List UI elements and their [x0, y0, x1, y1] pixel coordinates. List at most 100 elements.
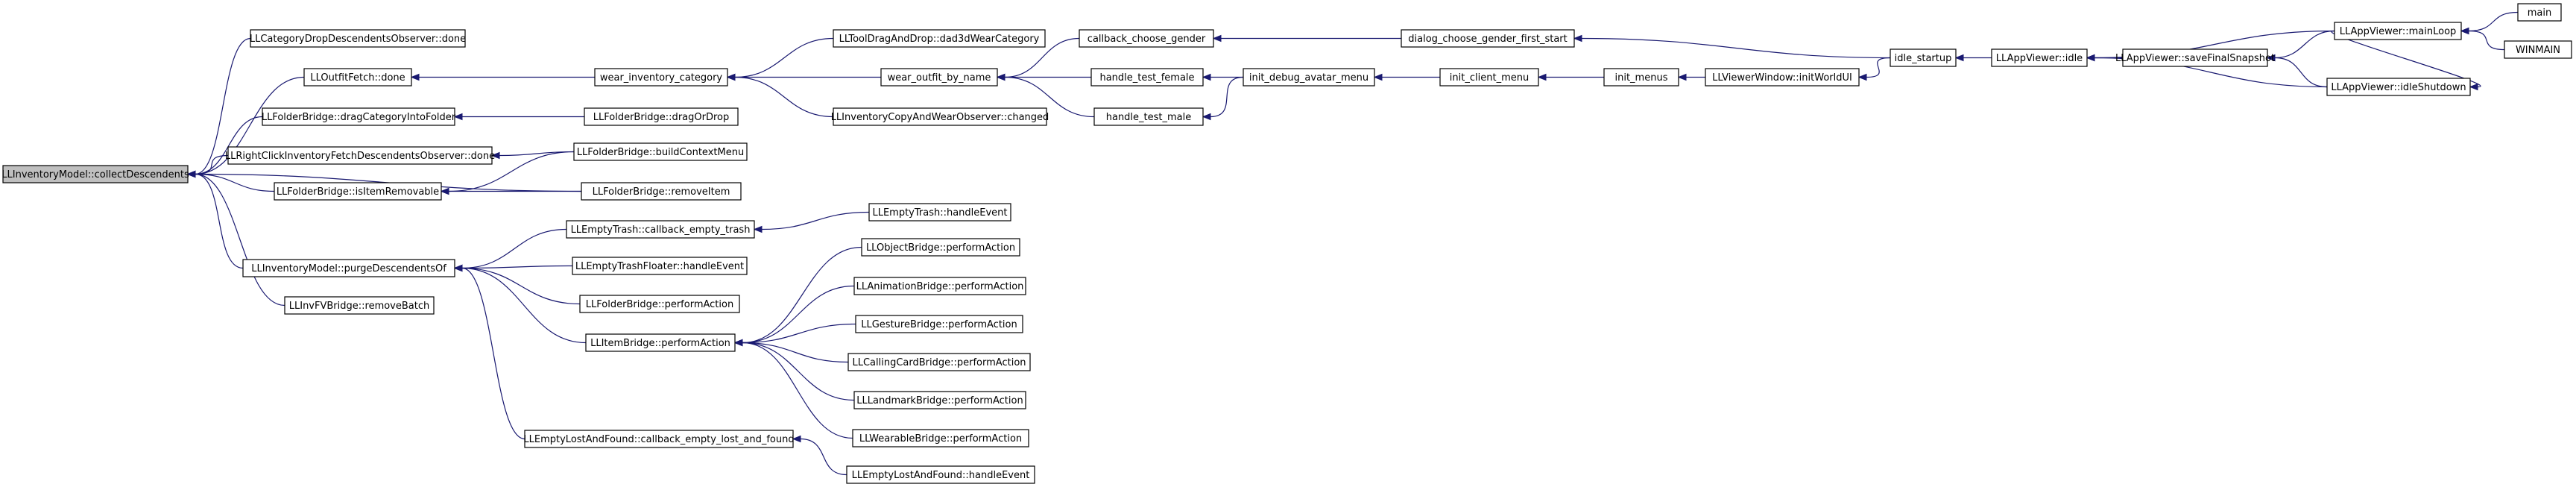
edge-tooldrag-to-wearcat [726, 37, 834, 81]
edge-arrowhead [490, 151, 500, 160]
node-llfolderbridge-dragordrop[interactable]: LLFolderBridge::dragOrDrop [584, 107, 739, 126]
node-label: LLToolDragAndDrop::dad3dWearCategory [839, 34, 1040, 45]
edge-arrowhead [1202, 73, 1211, 81]
node-llinventorymodel-collectdescendents[interactable]: LLInventoryModel::collectDescendents [1, 165, 189, 183]
node-llappviewer-idleshutdown[interactable]: LLAppViewer::idleShutdown [2326, 78, 2471, 96]
node-box [861, 238, 1020, 257]
edges-layer [186, 11, 2519, 476]
node-box [1705, 68, 1860, 87]
node-llemptylostandfound-callback-empty-lost-and-found[interactable]: LLEmptyLostAndFound::callback_empty_lost… [523, 430, 795, 448]
node-init-debug-avatar-menu[interactable]: init_debug_avatar_menu [1243, 68, 1375, 87]
node-llwearablebridge-performaction[interactable]: LLWearableBridge::performAction [852, 429, 1029, 447]
edge-line [195, 76, 305, 175]
node-llappviewer-idle[interactable]: LLAppViewer::idle [1991, 48, 2088, 67]
node-llemptytrash-handleevent[interactable]: LLEmptyTrash::handleEvent [868, 203, 1011, 222]
edge-line [195, 37, 251, 175]
edge-arrowhead [753, 225, 763, 233]
node-llrightclickinventoryfetchdescendentsobserver-done[interactable]: LLRightClickInventoryFetchDescendentsObs… [225, 146, 495, 165]
node-llemptylostandfound-handleevent[interactable]: LLEmptyLostAndFound::handleEvent [846, 465, 1035, 484]
edge-arrowhead [1857, 73, 1867, 81]
node-handle-test-female[interactable]: handle_test_female [1090, 68, 1204, 87]
node-box [880, 68, 998, 87]
node-llappviewer-savefinalsnapshot[interactable]: LLAppViewer::saveFinalSnapshot [2115, 48, 2275, 67]
node-llfolderbridge-removeitem[interactable]: LLFolderBridge::removeItem [581, 182, 742, 201]
node-llcallingcardbridge-performaction[interactable]: LLCallingCardBridge::performAction [847, 353, 1031, 371]
node-llinvfvbridge-removebatch[interactable]: LLInvFVBridge::removeBatch [284, 296, 435, 315]
node-llemptytrash-callback-empty-trash[interactable]: LLEmptyTrash::callback_empty_trash [566, 220, 755, 239]
node-label: LLWearableBridge::performAction [859, 433, 1022, 445]
node-lllandmarkbridge-performaction[interactable]: LLLandmarkBridge::performAction [853, 391, 1026, 409]
node-init-client-menu[interactable]: init_client_menu [1439, 68, 1539, 87]
node-box [262, 107, 455, 126]
edge-wearcat-to-outfitfetch [410, 73, 595, 81]
node-box [833, 29, 1046, 48]
node-llappviewer-mainloop[interactable]: LLAppViewer::mainLoop [2334, 22, 2462, 40]
node-llfolderbridge-dragcategoryintofolder[interactable]: LLFolderBridge::dragCategoryIntoFolder [262, 107, 456, 126]
node-llitembridge-performaction[interactable]: LLItemBridge::performAction [585, 333, 736, 352]
node-box [581, 182, 742, 201]
node-box [1439, 68, 1539, 87]
edge-line [742, 342, 849, 363]
node-box [853, 277, 1026, 295]
node-label: LLOutfitFetch::done [310, 72, 405, 84]
node-label: LLCategoryDropDescendentsObserver::done [250, 34, 466, 45]
node-box [579, 295, 740, 313]
node-llanimationbridge-performaction[interactable]: LLAnimationBridge::performAction [853, 277, 1026, 295]
node-box [1093, 107, 1204, 126]
node-label: LLObjectBridge::performAction [866, 242, 1015, 254]
node-box [572, 257, 748, 275]
node-init-menus[interactable]: init_menus [1603, 68, 1679, 87]
node-llfolderbridge-buildcontextmenu[interactable]: LLFolderBridge::buildContextMenu [573, 142, 748, 161]
edge-line [1004, 76, 1095, 118]
node-callback-choose-gender[interactable]: callback_choose_gender [1079, 29, 1214, 48]
edge-arrowhead [453, 264, 463, 272]
node-box [303, 68, 412, 87]
node-label: LLInventoryModel::collectDescendents [1, 169, 189, 180]
node-label: WINMAIN [2516, 45, 2560, 56]
node-label: LLFolderBridge::dragCategoryIntoFolder [262, 112, 456, 123]
node-label: wear_outfit_by_name [888, 72, 991, 84]
node-handle-test-male[interactable]: handle_test_male [1093, 107, 1204, 126]
node-label: LLInventoryModel::purgeDescendentsOf [251, 263, 446, 274]
edge-line [761, 211, 870, 230]
node-lloutfitfetch-done[interactable]: LLOutfitFetch::done [303, 68, 412, 87]
edge-line [461, 228, 567, 269]
edge-arrowhead [1677, 73, 1687, 81]
node-box [566, 220, 755, 239]
node-llinventorymodel-purgedescendentsof[interactable]: LLInventoryModel::purgeDescendentsOf [242, 259, 455, 277]
edge-emptytrashhe-to-emptytrashcb [753, 211, 870, 233]
node-lltooldraganddrop-dad3dwearcategory[interactable]: LLToolDragAndDrop::dad3dWearCategory [833, 29, 1046, 48]
node-wear-outfit-by-name[interactable]: wear_outfit_by_name [880, 68, 998, 87]
node-label: callback_choose_gender [1087, 34, 1206, 45]
edge-line [800, 438, 847, 476]
node-llfolderbridge-performaction[interactable]: LLFolderBridge::performAction [579, 295, 740, 313]
node-winmain[interactable]: WINMAIN [2504, 40, 2572, 59]
node-label: LLFolderBridge::buildContextMenu [577, 147, 744, 158]
node-llinventorycopyandwearobserver-changed[interactable]: LLInventoryCopyAndWearObserver::changed [831, 107, 1049, 126]
node-llfolderbridge-isitemremovable[interactable]: LLFolderBridge::isItemRemovable [274, 182, 442, 201]
node-dialog-choose-gender-first-start[interactable]: dialog_choose_gender_first_start [1401, 29, 1575, 48]
node-main[interactable]: main [2517, 3, 2562, 22]
node-llgesturebridge-performaction[interactable]: LLGestureBridge::performAction [855, 315, 1023, 333]
node-llcategorydropdescendentsobserver-done[interactable]: LLCategoryDropDescendentsObserver::done [250, 29, 466, 48]
nodes-layer: LLInventoryModel::collectDescendentsLLCa… [1, 3, 2572, 484]
node-llemptytrashfloater-handleevent[interactable]: LLEmptyTrashFloater::handleEvent [572, 257, 748, 275]
node-box [1090, 68, 1204, 87]
node-idle-startup[interactable]: idle_startup [1890, 48, 1957, 67]
edge-initworld-to-initmenus [1677, 73, 1705, 81]
node-label: LLEmptyTrashFloater::handleEvent [575, 261, 744, 272]
edge-arrowhead [1202, 113, 1211, 121]
node-wear-inventory-category[interactable]: wear_inventory_category [594, 68, 728, 87]
node-llobjectbridge-performaction[interactable]: LLObjectBridge::performAction [861, 238, 1020, 257]
edge-line [1581, 37, 1891, 59]
node-label: LLAppViewer::mainLoop [2340, 26, 2457, 37]
node-label: LLViewerWindow::initWorldUI [1712, 72, 1852, 84]
edge-line [742, 285, 855, 344]
edge-dialoggender-to-cbgender [1212, 34, 1401, 43]
edge-mainloop-to-savesnap [2266, 30, 2335, 62]
edge-line [195, 173, 275, 192]
node-llviewerwindow-initworldui[interactable]: LLViewerWindow::initWorldUI [1705, 68, 1860, 87]
node-box [594, 68, 728, 87]
edge-itemperform-to-purge [453, 264, 587, 344]
